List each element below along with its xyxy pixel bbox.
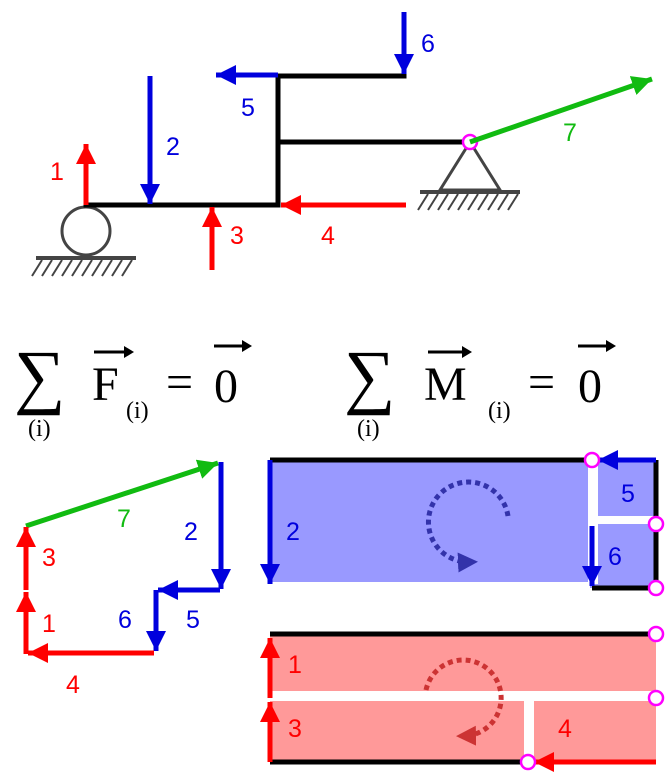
polygon-label-1: 1	[42, 610, 56, 638]
force-7-arrow	[469, 76, 653, 145]
blue-box-lower	[598, 524, 656, 588]
structure: 1 2 3 4 5 6 7	[31, 12, 653, 277]
sum-index-force: (i)	[28, 416, 51, 442]
force-2-label: 2	[166, 133, 180, 161]
roller-support	[60, 205, 112, 257]
blue-joint-bottom	[647, 579, 665, 597]
zero-vector-moment: 0	[578, 360, 602, 413]
blue-label-2: 2	[286, 518, 300, 546]
polygon-label-5: 5	[186, 606, 200, 634]
moment-diagram-blue: 2 5 6	[260, 450, 665, 597]
red-gap-horizontal	[270, 691, 656, 701]
zero-vector-arrowhead-force	[242, 340, 252, 352]
blue-label-6: 6	[608, 543, 622, 571]
zero-vector-force: 0	[214, 360, 238, 413]
force-symbol: F	[92, 358, 119, 411]
sum-symbol-moment: ∑	[344, 336, 395, 416]
force-4-label: 4	[321, 222, 335, 250]
blue-joint-top	[583, 451, 601, 469]
force-1-label: 1	[50, 158, 64, 186]
blue-moment-arc	[425, 479, 511, 573]
force-index: (i)	[126, 398, 149, 424]
moment-vector-arrowhead	[462, 346, 472, 358]
polygon-force-7	[25, 459, 219, 529]
sum-symbol-force: ∑	[14, 336, 65, 416]
force-7-label: 7	[563, 119, 577, 147]
polygon-label-3: 3	[42, 544, 56, 572]
beam	[83, 73, 473, 208]
equals-force: =	[166, 356, 193, 409]
polygon-label-4: 4	[66, 671, 80, 699]
red-gap-vertical	[524, 698, 534, 762]
moment-equilibrium-equation: ∑ (i) M (i) = 0	[344, 336, 616, 442]
red-moment-arc	[423, 657, 504, 746]
blue-box-upper	[598, 470, 656, 516]
blue-gap-horizontal	[588, 516, 656, 524]
force-equilibrium-equation: ∑ (i) F (i) = 0	[14, 336, 252, 442]
zero-vector-arrowhead-moment	[606, 340, 616, 352]
moment-symbol: M	[424, 358, 467, 411]
force-vector-arrowhead	[124, 346, 134, 358]
force-6-label: 6	[421, 30, 435, 58]
polygon-label-6: 6	[118, 606, 132, 634]
red-joint-top	[647, 625, 665, 643]
pin-ground-hatch	[417, 193, 519, 211]
red-joint-mid	[647, 689, 665, 707]
force-5-label: 5	[241, 94, 255, 122]
force-polygon: 7 2 5 6 4 1 3	[15, 459, 231, 699]
blue-joint-mid	[647, 515, 665, 533]
blue-label-5: 5	[621, 480, 635, 508]
polygon-label-2: 2	[184, 518, 198, 546]
moment-index: (i)	[488, 398, 511, 424]
red-label-1: 1	[288, 651, 302, 679]
red-label-4: 4	[558, 715, 572, 743]
polygon-label-7: 7	[117, 505, 131, 533]
equals-moment: =	[528, 356, 555, 409]
sum-index-moment: (i)	[357, 416, 380, 442]
roller-ground-hatch	[31, 259, 133, 277]
red-joint-bottom	[519, 753, 537, 771]
moment-diagram-red: 1 3 4	[260, 625, 665, 772]
force-3-label: 3	[230, 222, 244, 250]
blue-moment-area	[270, 460, 656, 588]
red-label-3: 3	[288, 715, 302, 743]
